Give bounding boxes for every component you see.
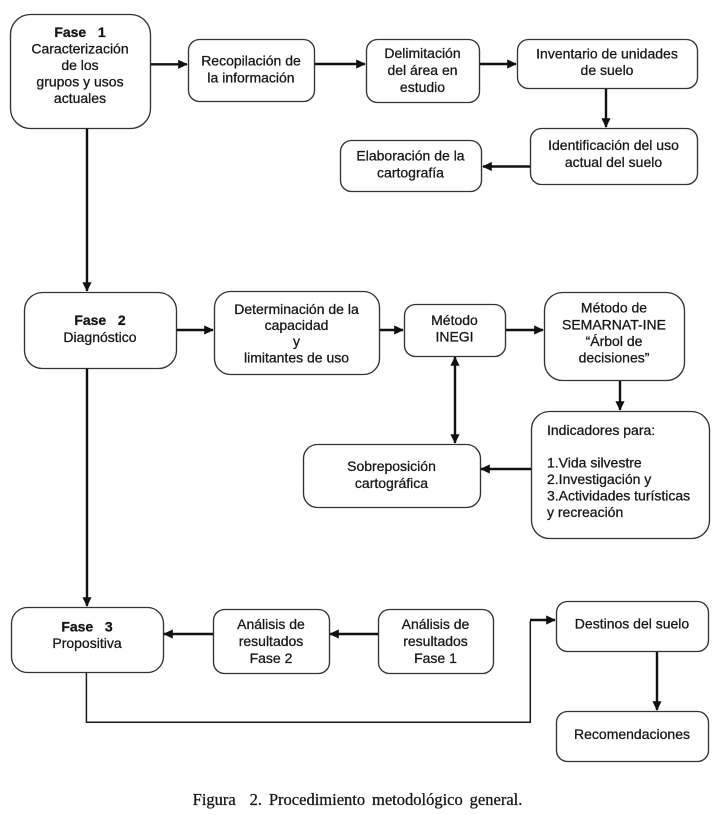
svg-text:Análisis de: Análisis de xyxy=(237,616,305,632)
svg-text:de los: de los xyxy=(61,57,98,73)
svg-text:SEMARNAT-INE: SEMARNAT-INE xyxy=(562,317,666,333)
svg-text:Fase 1: Fase 1 xyxy=(54,24,106,40)
svg-text:Fase 2: Fase 2 xyxy=(74,312,126,328)
svg-text:Fase 2: Fase 2 xyxy=(250,650,293,666)
svg-text:grupos y usos: grupos y usos xyxy=(36,74,123,90)
svg-text:Delimitación: Delimitación xyxy=(384,45,460,61)
svg-text:Método de: Método de xyxy=(581,300,647,316)
svg-text:actuales: actuales xyxy=(54,90,106,106)
svg-text:del área en: del área en xyxy=(387,62,457,78)
svg-text:Figura 2. Procedimiento metod: Figura 2. Procedimiento metodológico gen… xyxy=(193,790,523,809)
svg-text:2.Investigación y: 2.Investigación y xyxy=(547,471,651,487)
svg-text:Sobreposición: Sobreposición xyxy=(347,458,436,474)
svg-text:Diagnóstico: Diagnóstico xyxy=(63,329,136,345)
svg-text:“Árbol de: “Árbol de xyxy=(586,333,643,349)
svg-text:Propositiva: Propositiva xyxy=(52,635,121,651)
svg-text:Fase 1: Fase 1 xyxy=(414,650,457,666)
svg-text:Método: Método xyxy=(431,312,478,328)
svg-text:3.Actividades turísticas: 3.Actividades turísticas xyxy=(547,488,690,504)
svg-text:cartografía: cartografía xyxy=(377,165,444,181)
svg-text:resultados: resultados xyxy=(239,633,304,649)
svg-text:la información: la información xyxy=(207,70,294,86)
svg-text:Inventario de unidades: Inventario de unidades xyxy=(536,46,678,62)
svg-text:Recopilación de: Recopilación de xyxy=(201,53,301,69)
svg-text:Indicadores para:: Indicadores para: xyxy=(547,422,655,438)
svg-text:capacidad: capacidad xyxy=(265,317,329,333)
svg-text:actual del suelo: actual del suelo xyxy=(565,154,663,170)
svg-text:y: y xyxy=(293,333,300,349)
svg-text:Análisis de: Análisis de xyxy=(402,616,470,632)
svg-text:Fase 3: Fase 3 xyxy=(61,619,113,635)
svg-text:Identificación del uso: Identificación del uso xyxy=(548,137,679,153)
svg-text:Elaboración de la: Elaboración de la xyxy=(356,148,464,164)
svg-text:y recreación: y recreación xyxy=(547,504,623,520)
svg-text:decisiones”: decisiones” xyxy=(579,350,650,366)
svg-text:cartográfica: cartográfica xyxy=(355,475,428,491)
svg-text:Recomendaciones: Recomendaciones xyxy=(574,726,690,742)
svg-text:INEGI: INEGI xyxy=(435,329,473,345)
svg-text:resultados: resultados xyxy=(403,633,468,649)
svg-text:Caracterización: Caracterización xyxy=(31,41,128,57)
svg-text:1.Vida silvestre: 1.Vida silvestre xyxy=(547,455,642,471)
svg-text:limitantes de uso: limitantes de uso xyxy=(244,350,349,366)
svg-text:de suelo: de suelo xyxy=(581,62,634,78)
svg-text:Determinación de la: Determinación de la xyxy=(234,301,359,317)
svg-text:Destinos del suelo: Destinos del suelo xyxy=(575,616,690,632)
svg-text:estudio: estudio xyxy=(400,79,445,95)
